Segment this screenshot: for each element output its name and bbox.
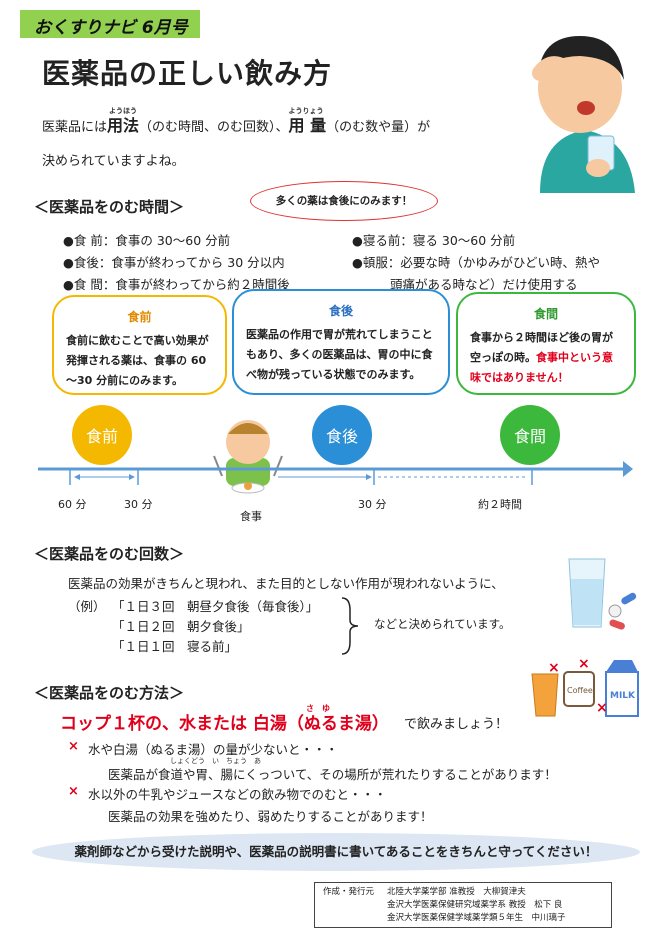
- cross-icon: ×: [68, 739, 79, 754]
- cross-icon: ×: [596, 700, 608, 716]
- boy-taking-medicine-illustration: [532, 36, 635, 193]
- bubble-title: 食前: [127, 310, 152, 324]
- bubble-text: 食事から２時間ほど後の胃が空っぽの時。: [470, 331, 613, 364]
- intro-line-2: 決められていますよね。: [42, 154, 185, 169]
- timing-item-before-meal: ●食 前：食事の 30～60 分前: [63, 233, 231, 248]
- warning-body-2: 医薬品の効果を強めたり、弱めたりすることがあります！: [108, 809, 433, 824]
- credit-line: 金沢大学医薬保健研究域薬学系 教授 松下 良: [387, 900, 563, 910]
- bubble-highlight: 食事中という意味ではありません！: [470, 351, 613, 384]
- cross-icon: ×: [548, 660, 560, 676]
- drinks-illustration: Coffee MILK × × ×: [531, 656, 639, 717]
- credit-line: 金沢大学医薬保健学域薬学類５年生 中川璃子: [387, 913, 566, 923]
- ruby: しょくどう い ちょう あ: [170, 757, 261, 765]
- credits-box: 作成・発行元 北陸大学薬学部 准教授 大柳賀津夫 金沢大学医薬保健研究域薬学系 …: [314, 882, 612, 928]
- dose-brace: [341, 597, 359, 655]
- tick-30min-before: 30 分: [124, 498, 153, 511]
- footer-banner: 薬剤師などから受けた説明や、医薬品の説明書に書いてあることをきちんと守ってくださ…: [32, 833, 640, 871]
- ruby: ようりょう: [288, 107, 324, 115]
- bubble-title: 食後: [328, 304, 353, 318]
- warning-head-2: 水以外の牛乳やジュースなどの飲み物でのむと・・・: [88, 787, 387, 802]
- eating-boy-illustration: [213, 420, 283, 494]
- warning-head-1: 水や白湯（ぬるま湯）の量が少ないと・・・: [88, 742, 339, 757]
- term-dosage-amount: ようりょう用 量: [288, 107, 327, 135]
- timing-section-title: ＜医薬品をのむ時間＞: [34, 198, 185, 216]
- method-section-title: ＜医薬品をのむ方法＞: [34, 684, 185, 702]
- dose-example-label: （例）: [68, 599, 106, 614]
- tick-meal: 食事: [240, 510, 262, 523]
- cross-icon: ×: [578, 656, 590, 672]
- warning-body-1: 医薬品が食道や胃、腸にくっついて、その場所が荒れたりすることがあります！: [108, 767, 557, 782]
- bubble-before-meal: 食前 食前に飲むことで高い効果が発揮される薬は、食事の 60～30 分前にのみま…: [52, 295, 227, 395]
- timing-item-as-needed: ●頓服：必要な時（かゆみがひどい時、熱や: [352, 255, 601, 270]
- credit-line: 北陸大学薬学部 准教授 大柳賀津夫: [387, 887, 526, 897]
- circle-between-meals: 食間: [500, 405, 560, 465]
- bubble-between-meals: 食間 食事から２時間ほど後の胃が空っぽの時。食事中という意味ではありません！: [456, 292, 636, 395]
- dose-intro: 医薬品の効果がきちんと現われ、また目的としない作用が現われないように、: [68, 576, 504, 591]
- dose-line-3x: 「１日３回 朝昼夕食後（毎食後）」: [112, 599, 319, 614]
- timing-item-as-needed-cont: 頭痛がある時など）だけ使用する: [390, 277, 578, 292]
- intro-text: （のむ数や量）が: [326, 120, 431, 135]
- timeline-axis: [38, 461, 633, 485]
- glass-and-pills-illustration: [568, 558, 637, 630]
- term-dosage-method: ようほう用法: [107, 107, 140, 135]
- coffee-label: Coffee: [567, 686, 593, 695]
- bubble-after-meal: 食後 医薬品の作用で胃が荒れてしまうこともあり、多くの医薬品は、胃の中に食べ物が…: [232, 289, 450, 395]
- intro-text: （のむ時間、のむ回数）、: [139, 120, 289, 135]
- circle-after-meal: 食後: [312, 405, 372, 465]
- dose-section-title: ＜医薬品をのむ回数＞: [34, 545, 185, 563]
- ruby: さ ゆ: [306, 704, 330, 713]
- milk-label: MILK: [610, 691, 636, 701]
- method-main-text: コップ１杯の、水または 白湯（ぬるま湯）: [60, 714, 389, 734]
- method-main-suffix: で飲みましょう！: [404, 717, 509, 732]
- method-main: コップ１杯の、水または 白湯（ぬるま湯） さ ゆ: [60, 704, 389, 734]
- bubble-text: 医薬品の作用で胃が荒れてしまうこともあり、多くの医薬品は、胃の中に食べ物が残って…: [246, 328, 433, 381]
- circle-before-meal: 食前: [72, 405, 132, 465]
- intro-text: 医薬品には: [42, 120, 108, 135]
- timing-callout: 多くの薬は食後にのみます！: [250, 181, 438, 221]
- bubble-title: 食間: [533, 307, 558, 321]
- tick-30min-after: 30 分: [358, 498, 387, 511]
- dose-suffix: などと決められています。: [374, 617, 511, 631]
- issue-tag: おくすりナビ 6月号: [20, 10, 200, 38]
- tick-60min: 60 分: [58, 498, 87, 511]
- timing-item-between-meals: ●食 間：食事が終わってから約２時間後: [63, 277, 290, 292]
- tick-2hours: 約２時間: [478, 498, 522, 511]
- page-title: 医薬品の正しい飲み方: [42, 57, 333, 90]
- bubble-text: 食前に飲むことで高い効果が発揮される薬は、食事の 60～30 分前にのみます。: [66, 334, 209, 387]
- cross-icon: ×: [68, 784, 79, 799]
- timing-item-after-meal: ●食後：食事が終わってから 30 分以内: [63, 255, 285, 270]
- dose-line-2x: 「１日２回 朝夕食後」: [112, 619, 250, 634]
- ruby: ようほう: [109, 107, 138, 115]
- timing-item-bedtime: ●寝る前：寝る 30～60 分前: [352, 233, 516, 248]
- intro-line-1: 医薬品にはようほう用法（のむ時間、のむ回数）、ようりょう用 量（のむ数や量）が: [42, 107, 431, 136]
- dose-line-1x: 「１日１回 寝る前」: [112, 639, 238, 654]
- credit-label: 作成・発行元: [323, 887, 375, 897]
